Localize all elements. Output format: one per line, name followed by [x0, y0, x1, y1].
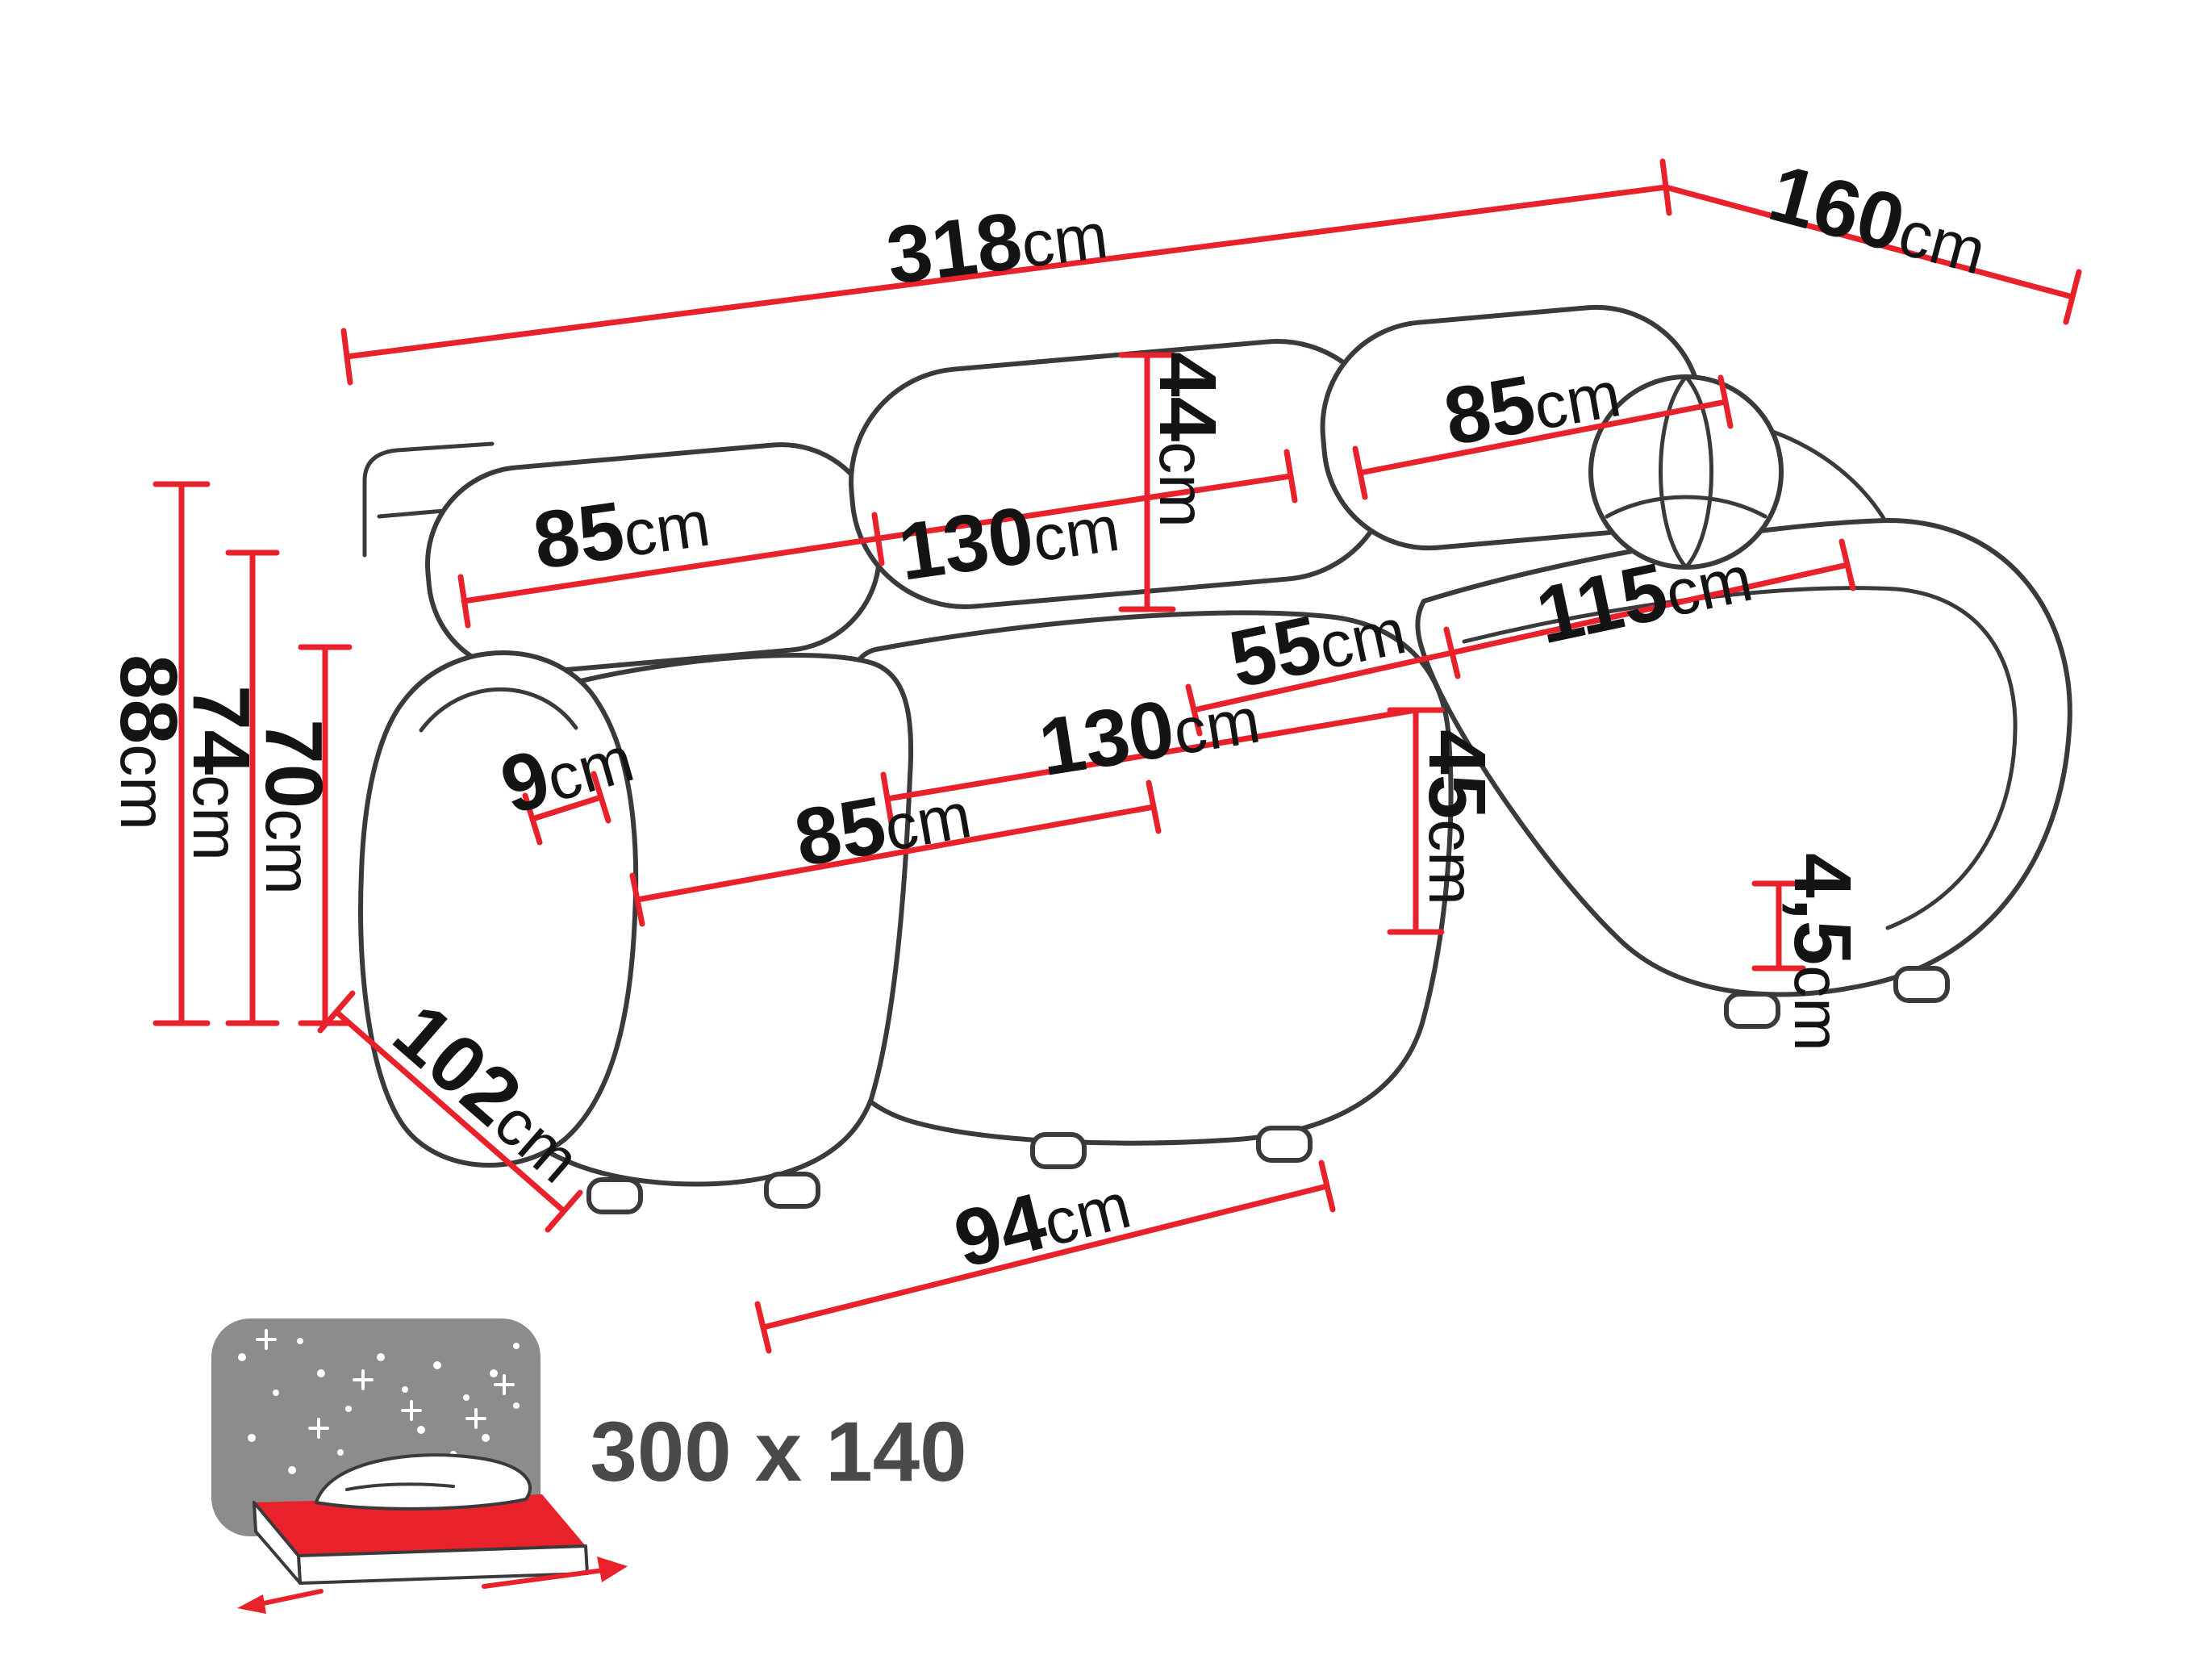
sofa-foot [764, 1172, 820, 1209]
sofa-foot [1030, 1132, 1087, 1169]
star-icon [433, 1361, 441, 1369]
star-icon [308, 1418, 329, 1439]
dim-backrest-thickness-label: 44cm [1142, 352, 1233, 528]
dim-height-total-label: 88cm [103, 654, 194, 830]
sofa-foot [1256, 1126, 1313, 1163]
dim-seat-depth-label: 45cm [1412, 729, 1502, 905]
sofa-feet [586, 966, 1950, 1214]
bed-unfold-arrow-right-head [597, 1557, 628, 1582]
star-icon [513, 1343, 520, 1349]
star-icon [490, 1369, 498, 1377]
bed-duvet-fold [345, 1482, 455, 1491]
dim-seat-middle-line [880, 707, 1419, 826]
star-icons [238, 1329, 520, 1474]
star-icon [317, 1369, 325, 1377]
sofa-right-chaise [1415, 518, 2072, 997]
sofa-foot [586, 1177, 643, 1214]
bed-unfold-arrow-left-head [237, 1594, 266, 1614]
dim-height-backrest-line [225, 550, 280, 1026]
dim-total-depth-label: 160cm [1760, 148, 1997, 292]
dim-height-backrest-label: 74cm [176, 685, 266, 861]
star-icon [248, 1434, 256, 1442]
sofa-right-chaise-contour [1462, 586, 2018, 930]
star-icon [353, 1369, 374, 1390]
star-icon [377, 1353, 385, 1361]
dim-corner-chaise-line [1185, 538, 1856, 737]
dim-corner-seat-label: 55cm [1222, 580, 1413, 705]
star-icon [417, 1426, 425, 1434]
bed-unfold-arrow-right-line [482, 1568, 606, 1589]
bed-duvet [315, 1453, 532, 1511]
star-icon [256, 1329, 277, 1350]
sleeping-area-label: 300 x 140 [590, 1405, 966, 1499]
star-icon [288, 1466, 296, 1474]
dim-seat-left-line [629, 779, 1162, 927]
star-icon [297, 1338, 303, 1344]
sofa-drawing [358, 304, 2072, 1214]
star-icon [465, 1408, 486, 1429]
star-icon [345, 1406, 352, 1412]
dim-backrest-middle-label: 130cm [893, 478, 1124, 598]
dim-backrest-right-line [1352, 374, 1734, 500]
sofa-foot [1724, 992, 1780, 1029]
dim-total-depth-line [1663, 184, 2082, 325]
dim-seat-left-label: 85cm [788, 764, 977, 884]
dim-backrest-left-label: 85cm [528, 473, 715, 587]
fold-out-bed-icon [211, 1318, 628, 1614]
dim-total-width-label: 318cm [882, 185, 1112, 301]
star-icon [402, 1386, 408, 1393]
dim-seat-middle-label: 130cm [1033, 670, 1266, 793]
bed-mattress-top [254, 1494, 586, 1556]
dim-front-depth-line [754, 1160, 1336, 1354]
star-icon [463, 1394, 470, 1401]
bed-unfold-arrow-left-line [257, 1589, 323, 1607]
dim-armrest-width-line [522, 771, 611, 846]
dim-backrest-widths-line [457, 449, 1298, 629]
star-icon [273, 1389, 279, 1396]
star-icon [238, 1353, 246, 1361]
dim-backrest-right-label: 85cm [1438, 343, 1626, 462]
sofa-left-armrest [358, 650, 639, 1168]
dim-leg-height-label: 4,5cm [1777, 853, 1868, 1051]
sofa-left-armrest-contour [419, 687, 578, 733]
dim-side-depth-line [317, 990, 583, 1233]
dim-height-armrest-label: 70cm [248, 719, 339, 895]
star-icon [494, 1374, 515, 1395]
dim-backrest-thickness-line [1118, 352, 1176, 612]
sofa-bolster-seams [1605, 374, 1768, 570]
dim-seat-depth-line [1387, 707, 1445, 935]
star-icon [513, 1402, 520, 1409]
star-icon [337, 1449, 344, 1456]
sofa-foot [1893, 966, 1950, 1003]
dim-front-depth-label: 94cm [946, 1155, 1138, 1285]
bed-mattress-side [253, 1501, 302, 1585]
dimension-lines [152, 158, 2082, 1354]
dim-height-total-line [152, 481, 211, 1026]
star-icon [482, 1434, 490, 1442]
dim-leg-height-line [1751, 880, 1806, 972]
star-icon [401, 1400, 422, 1421]
